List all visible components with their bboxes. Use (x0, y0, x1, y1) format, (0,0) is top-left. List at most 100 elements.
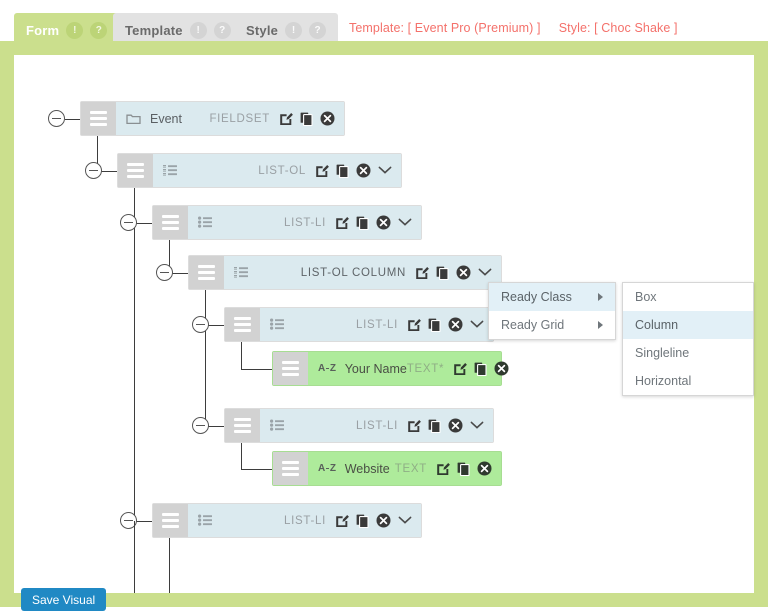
node-actions (453, 361, 509, 376)
chevron-down-icon[interactable] (398, 516, 412, 525)
collapse-toggle[interactable] (120, 214, 137, 231)
tab-template-label: Template (125, 22, 183, 38)
alert-icon[interactable]: ! (66, 21, 84, 39)
alert-icon[interactable]: ! (189, 21, 207, 39)
edit-icon[interactable] (335, 514, 349, 528)
chevron-down-icon[interactable] (478, 268, 492, 277)
collapse-toggle[interactable] (192, 316, 209, 333)
drag-handle-icon[interactable] (153, 206, 188, 239)
tree-connector-line (209, 324, 224, 326)
delete-icon[interactable] (376, 513, 391, 528)
delete-icon[interactable] (356, 163, 371, 178)
bullet-list-icon (198, 514, 212, 527)
delete-icon[interactable] (477, 461, 492, 476)
delete-icon[interactable] (320, 111, 335, 126)
delete-icon[interactable] (456, 265, 471, 280)
alert-icon[interactable]: ! (285, 21, 303, 39)
edit-icon[interactable] (453, 362, 468, 376)
node-actions (407, 418, 463, 433)
template-meta-label: Template: [ Event Pro (Premium) ] (349, 21, 541, 35)
edit-icon[interactable] (315, 164, 329, 178)
drag-handle-icon[interactable] (153, 504, 188, 537)
collapse-toggle[interactable] (156, 264, 173, 281)
tree-node-body: LIST-LI (188, 504, 421, 537)
delete-icon[interactable] (448, 317, 463, 332)
tree-node-row[interactable]: LIST-OL (117, 153, 402, 188)
chevron-down-icon[interactable] (470, 421, 484, 430)
node-actions (335, 513, 391, 528)
copy-icon[interactable] (336, 164, 349, 178)
drag-handle-icon[interactable] (225, 409, 260, 442)
copy-icon[interactable] (428, 419, 441, 433)
submenu-item-label: Box (635, 290, 657, 304)
help-icon[interactable]: ? (213, 21, 231, 39)
tree-connector-line (241, 342, 242, 369)
tree-connector-line (102, 170, 117, 172)
green-frame: Event FIELDSET LIST-OL LIST-LI LIST-OL COLUM… (0, 41, 768, 611)
tree-node-type: LIST-OL (258, 164, 306, 177)
collapse-toggle[interactable] (120, 512, 137, 529)
delete-icon[interactable] (448, 418, 463, 433)
edit-icon[interactable] (279, 112, 293, 126)
tree-node-row[interactable]: LIST-LI (152, 503, 422, 538)
drag-handle-icon[interactable] (273, 352, 308, 385)
node-actions (436, 461, 492, 476)
drag-handle-icon[interactable] (81, 102, 116, 135)
collapse-toggle[interactable] (192, 417, 209, 434)
tree-connector-line (137, 520, 152, 522)
drag-handle-icon[interactable] (225, 308, 260, 341)
tree-node-row[interactable]: LIST-LI (152, 205, 422, 240)
submenu-item-singleline[interactable]: Singleline (623, 339, 753, 367)
bullet-list-icon (270, 318, 284, 331)
delete-icon[interactable] (494, 361, 509, 376)
edit-icon[interactable] (415, 266, 429, 280)
tree-node-type: FIELDSET (209, 112, 270, 125)
tree-node-row[interactable]: LIST-OL COLUMN (188, 255, 502, 290)
tree-node-row[interactable]: Event FIELDSET (80, 101, 345, 136)
chevron-down-icon[interactable] (470, 320, 484, 329)
tree-canvas: Event FIELDSET LIST-OL LIST-LI LIST-OL COLUM… (14, 55, 754, 593)
tree-node-body: LIST-LI (260, 409, 493, 442)
edit-icon[interactable] (407, 419, 421, 433)
tree-node-type: TEXT (394, 462, 427, 475)
copy-icon[interactable] (356, 216, 369, 230)
submenu-item-column[interactable]: Column (623, 311, 753, 339)
tree-node-label: Event (150, 111, 182, 126)
drag-handle-icon[interactable] (118, 154, 153, 187)
menu-item-ready-class[interactable]: Ready Class (489, 283, 615, 311)
save-visual-button[interactable]: Save Visual (21, 588, 107, 611)
chevron-down-icon[interactable] (398, 218, 412, 227)
edit-icon[interactable] (407, 318, 421, 332)
tree-connector-line (65, 118, 80, 120)
tree-node-row[interactable]: LIST-LI (224, 408, 494, 443)
help-icon[interactable]: ? (309, 21, 327, 39)
delete-icon[interactable] (376, 215, 391, 230)
collapse-toggle[interactable] (48, 110, 65, 127)
copy-icon[interactable] (428, 318, 441, 332)
drag-handle-icon[interactable] (273, 452, 308, 485)
menu-item-ready-grid[interactable]: Ready Grid (489, 311, 615, 339)
tree-connector-line (173, 272, 188, 274)
collapse-toggle[interactable] (85, 162, 102, 179)
copy-icon[interactable] (436, 266, 449, 280)
edit-icon[interactable] (335, 216, 349, 230)
tree-node-row[interactable]: LIST-LI (224, 307, 494, 342)
chevron-down-icon[interactable] (378, 166, 392, 175)
submenu-item-box[interactable]: Box (623, 283, 753, 311)
edit-icon[interactable] (436, 462, 450, 476)
tree-connector-line (134, 188, 135, 521)
copy-icon[interactable] (300, 112, 313, 126)
submenu-item-horizontal[interactable]: Horizontal (623, 367, 753, 395)
tree-connector-line (241, 468, 272, 470)
node-actions (415, 265, 471, 280)
tree-connector-line (134, 520, 135, 593)
drag-handle-icon[interactable] (189, 256, 224, 289)
copy-icon[interactable] (457, 462, 470, 476)
tree-connector-line (169, 240, 170, 273)
copy-icon[interactable] (356, 514, 369, 528)
copy-icon[interactable] (474, 362, 487, 376)
help-icon[interactable]: ? (90, 21, 108, 39)
